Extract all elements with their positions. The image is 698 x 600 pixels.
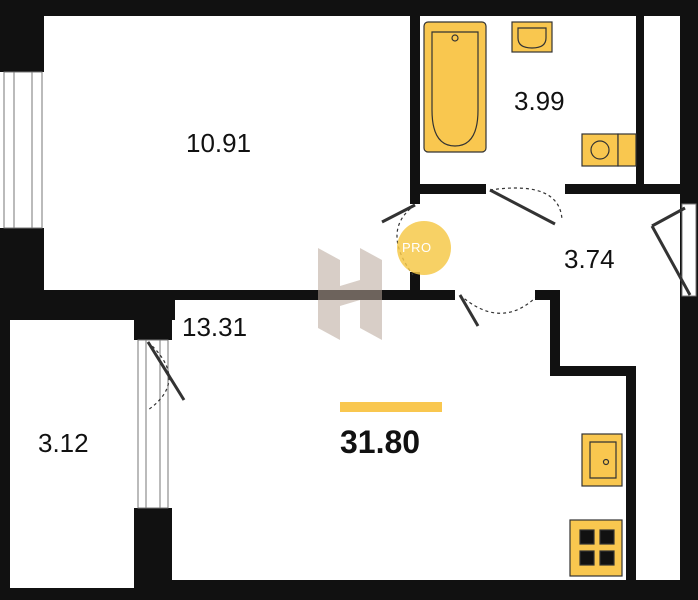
- wall-kitchen-right-overlay: [626, 366, 636, 580]
- watermark-letter-bar: [340, 280, 360, 306]
- room-area-bathroom: 3.99: [514, 86, 565, 116]
- wall-bath-inner-overlay: [636, 16, 644, 184]
- windows: [3, 71, 697, 509]
- wall-bath-left-lower: [410, 272, 420, 300]
- wall-living-right-top-overlay: [550, 366, 636, 376]
- hall-floor: [420, 194, 680, 290]
- fixtures: [423, 21, 637, 577]
- balcony-floor: [10, 320, 134, 588]
- room-area-balcony: 3.12: [38, 428, 89, 458]
- bath-niche-floor: [644, 16, 680, 184]
- kitchen-niche-floor: [636, 376, 680, 580]
- watermark-text: PRO: [402, 240, 432, 255]
- window-bedroom: [3, 71, 43, 229]
- wall-left-upper-overlay: [0, 16, 44, 72]
- wall-bottom-balcony-overlay: [0, 588, 140, 600]
- wall-balcony-pillar-top-overlay: [134, 296, 172, 340]
- total-area: 31.80: [340, 424, 421, 460]
- living-floor: [172, 300, 550, 580]
- watermark-badge: [397, 221, 451, 275]
- watermark-letter-left: [318, 248, 340, 340]
- wall-hall-living-right: [535, 290, 555, 300]
- wall-bath-left: [410, 16, 420, 204]
- wall-left-strip: [0, 296, 10, 600]
- watermark-letter-right: [360, 248, 382, 340]
- watermark: [318, 248, 382, 340]
- doors: [146, 187, 692, 411]
- room-area-bedroom: 10.91: [186, 128, 252, 158]
- wall-top: [0, 0, 698, 16]
- wall-bath-bottom-right: [565, 184, 680, 194]
- room-area-kitchen-living: 13.31: [182, 312, 248, 342]
- wall-right-overlay: [680, 0, 698, 600]
- wall-hall-living: [175, 290, 455, 300]
- room-area-hallway: 3.74: [564, 244, 615, 274]
- wall-bath-bottom: [410, 184, 486, 194]
- bedroom-floor: [44, 16, 410, 290]
- wall-bottom-overlay: [134, 580, 698, 600]
- total-area-accent-bar: [340, 402, 442, 412]
- wall-left-middle-overlay: [0, 228, 44, 298]
- wall-hall-step-overlay: [550, 290, 560, 376]
- cooktop: [569, 519, 623, 577]
- window-hall: [681, 203, 697, 297]
- hall-lower-floor: [560, 290, 680, 366]
